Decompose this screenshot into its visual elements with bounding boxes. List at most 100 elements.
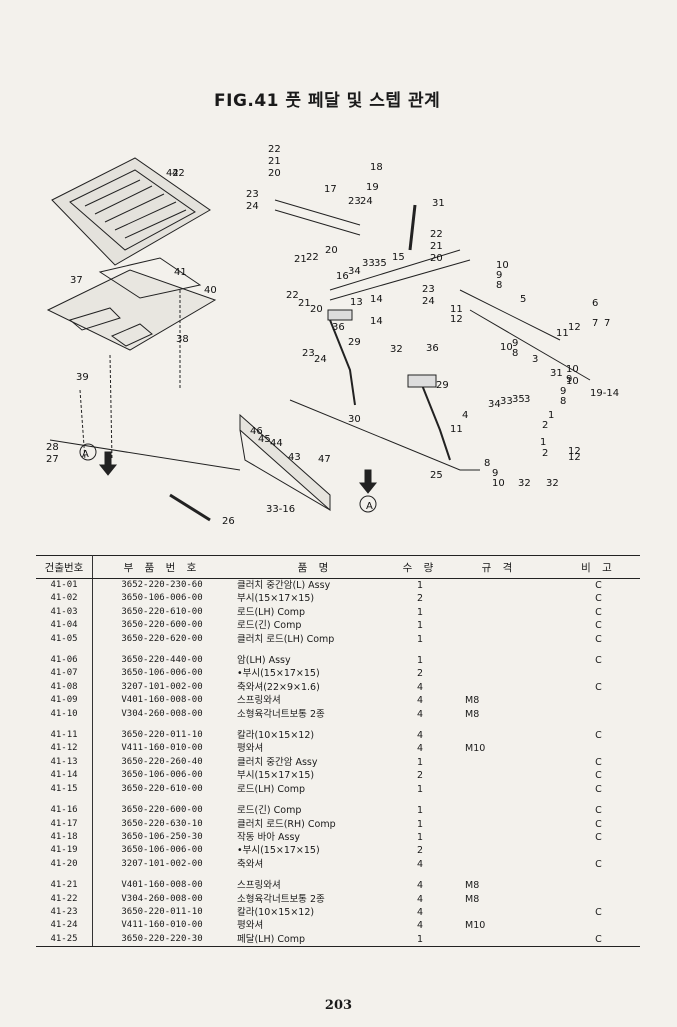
cell-part-no: V401-160-008-00 [121,880,203,891]
cell-remarks: C [595,730,602,742]
cell-remarks [557,879,640,892]
cell-remarks: C [595,620,602,632]
callout-label: 19-14 [590,388,619,399]
callout-label: 39 [76,372,89,383]
callout-label: 12 [568,446,581,457]
cell-item-no: 41-17 [36,817,93,831]
callout-label: 32 [546,478,559,489]
cell-spec: M8 [465,708,480,720]
cell-part-no: 3650-106-006-00 [121,593,203,604]
cell-spec [441,783,557,796]
callout-label: 40 [204,285,217,296]
cell-part-no: 3650-220-610-00 [121,783,203,794]
callout-label: 4 [462,410,468,421]
callout-label: 22 [430,229,443,240]
cell-quantity: 4 [416,695,424,707]
cell-part-name: 클러치 로드(RH) Comp [237,818,336,830]
cell-remarks [557,694,640,707]
callout-label: 38 [176,334,189,345]
cell-part-name: 평와셔 [237,920,264,932]
header-remarks: 비 고 [557,555,640,579]
callout-label: 26 [222,516,235,527]
pedal-rh-drawing [419,379,451,461]
cell-part-name: 소형육각너트보통 2종 [237,708,325,720]
cell-item-no: 41-04 [36,619,93,633]
callout-label: 32 [518,478,531,489]
cell-spec [441,818,557,831]
cell-spec [441,756,557,769]
cell-part-no: 3650-220-620-00 [121,633,203,644]
cell-remarks: C [595,906,602,918]
callout-label: 22 [268,144,281,155]
cell-part-name: •부시(15×17×15) [237,845,320,857]
callout-label: 41 [174,267,187,278]
callout-label: 23 [422,284,435,295]
callout-label: 9 [496,270,502,281]
cell-item-no: 41-12 [36,742,93,756]
cell-spec [441,633,557,646]
cell-spec [441,831,557,844]
cell-part-name: 로드(긴) Comp [237,805,302,817]
cell-quantity: 1 [416,620,424,632]
callout-label: 7 [604,318,610,329]
cell-quantity: 4 [416,681,424,693]
cell-quantity: 1 [416,606,424,618]
cell-quantity: 4 [416,893,424,905]
cell-part-no: V304-260-008-00 [121,708,203,719]
cell-item-no: 41-18 [36,830,93,845]
callout-label: 31 [550,368,563,379]
cell-remarks [557,844,640,857]
cell-part-name: 클러치 중간암(L) Assy [237,580,331,591]
step-plate-drawing [46,269,217,351]
cell-quantity: 4 [416,920,424,932]
cell-spec [441,932,557,948]
cell-item-no: 41-23 [36,905,93,920]
cell-item-no: 41-08 [36,680,93,695]
cell-remarks: C [595,783,602,795]
cell-spec: M8 [465,880,480,892]
cell-remarks: C [595,818,602,830]
callout-label: 45 [258,434,271,445]
callout-label: 34 [488,399,501,410]
figure-title: FIG.41 풋 페달 및 스텝 관계 [214,91,441,111]
cell-item-no: 41-09 [36,694,93,708]
cell-part-no: 3650-220-011-10 [121,730,203,741]
callout-label: 23 [348,196,361,207]
cell-remarks: C [595,606,602,618]
callout-label: 27 [46,454,59,465]
header-part-no: 부 품 번 호 [92,555,231,579]
cell-remarks: C [595,805,602,817]
callout-label: 8 [496,280,502,291]
callout-label: 10 [566,376,579,387]
floor-mat-drawing [51,157,211,266]
cell-part-name: 페달(LH) Comp [231,932,399,948]
callout-label: 21 [294,254,307,265]
callout-label: 29 [436,380,449,391]
cell-item-no: 41-11 [36,729,93,743]
cell-item-no: 41-24 [36,919,93,933]
cell-item-no: 41-01 [36,578,93,593]
cell-spec [441,858,557,871]
callout-label: A [82,449,89,460]
callout-label: 9 [512,338,518,349]
callout-label: 3 [524,394,530,405]
cell-item-no: 41-14 [36,769,93,783]
callout-label: 3 [532,354,538,365]
callout-label: 2 [542,448,548,459]
cell-part-name: 로드(LH) Comp [237,606,306,618]
page-number: 203 [324,998,353,1013]
cell-spec [441,844,557,857]
cell-spec [441,619,557,632]
callout-label: 47 [318,454,331,465]
cell-spec [441,769,557,782]
